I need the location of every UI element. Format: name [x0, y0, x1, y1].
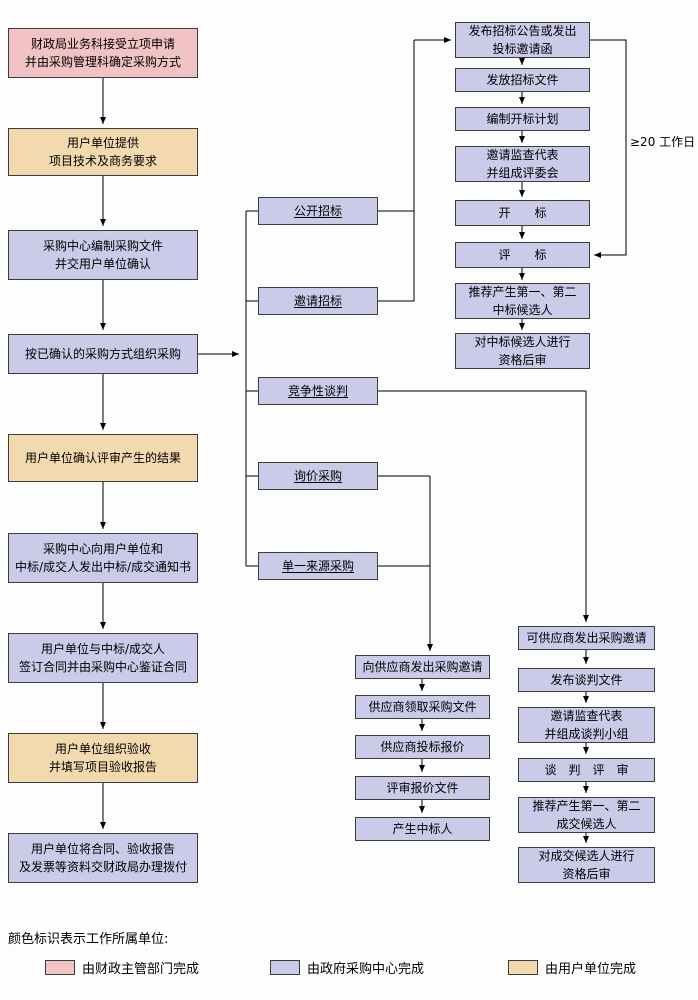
tender-step-bid-opening: 开 标: [455, 200, 590, 226]
legend-label-user: 由用户单位完成: [545, 962, 637, 977]
method-single-source: 单一来源采购: [258, 552, 378, 580]
negotiation-step-team: 邀请监查代表 并组成谈判小组: [518, 707, 655, 743]
tender-step-opening-plan: 编制开标计划: [455, 107, 590, 131]
method-open-tender: 公开招标: [258, 197, 378, 225]
tender-step-qualification-review: 对中标候选人进行 资格后审: [455, 333, 590, 369]
legend-item-user: 由用户单位完成: [508, 958, 636, 977]
negotiation-step-evaluation: 谈 判 评 审: [518, 758, 655, 782]
flow-step-user-requirements: 用户单位提供 项目技术及商务要求: [8, 128, 198, 176]
tender-step-candidates: 推荐产生第一、第二 中标候选人: [455, 283, 590, 319]
flow-step-sign-contract: 用户单位与中标/成交人 签订合同并由采购中心鉴证合同: [8, 633, 198, 683]
negotiation-step-candidates: 推荐产生第一、第二 成交候选人: [518, 797, 655, 833]
negotiation-step-invitation: 可供应商发出采购邀请: [518, 626, 655, 650]
flow-step-prepare-documents: 采购中心编制采购文件 并交用户单位确认: [8, 230, 198, 280]
method-competitive-negotiation: 竞争性谈判: [258, 377, 378, 405]
flow-step-acceptance: 用户单位组织验收 并填写项目验收报告: [8, 733, 198, 783]
inquiry-step-quotation: 供应商投标报价: [355, 735, 490, 759]
tender-step-bid-evaluation: 评 标: [455, 242, 590, 268]
inquiry-step-invitation: 向供应商发出采购邀请: [355, 655, 490, 679]
inquiry-step-collect-docs: 供应商领取采购文件: [355, 695, 490, 719]
legend-label-center: 由政府采购中心完成: [307, 962, 425, 977]
tender-step-announcement: 发布招标公告或发出 投标邀请函: [455, 22, 590, 58]
inquiry-step-evaluate: 评审报价文件: [355, 776, 490, 800]
legend-swatch-user: [508, 960, 538, 975]
flow-step-organize-procurement: 按已确认的采购方式组织采购: [8, 334, 198, 374]
flow-step-confirm-results: 用户单位确认评审产生的结果: [8, 434, 198, 482]
legend-item-finance: 由财政主管部门完成: [45, 958, 199, 977]
duration-note: ≥20 工作日: [630, 135, 696, 149]
inquiry-step-winner: 产生中标人: [355, 817, 490, 841]
legend-swatch-finance: [45, 960, 75, 975]
tender-step-committee: 邀请监查代表 并组成评委会: [455, 146, 590, 182]
tender-step-issue-documents: 发放招标文件: [455, 68, 590, 92]
legend-label-finance: 由财政主管部门完成: [82, 962, 200, 977]
legend-item-center: 由政府采购中心完成: [270, 958, 424, 977]
method-inquiry: 询价采购: [258, 462, 378, 490]
flow-step-payment: 用户单位将合同、验收报告 及发票等资料交财政局办理拨付: [8, 833, 198, 883]
method-invited-tender: 邀请招标: [258, 287, 378, 315]
negotiation-step-qualification-review: 对成交候选人进行 资格后审: [518, 847, 655, 883]
negotiation-step-issue-documents: 发布谈判文件: [518, 668, 655, 692]
legend-title: 颜色标识表示工作所属单位:: [8, 932, 169, 947]
legend-swatch-center: [270, 960, 300, 975]
flow-step-project-application: 财政局业务科接受立项申请 并由采购管理科确定采购方式: [8, 28, 198, 78]
flow-step-award-notice: 采购中心向用户单位和 中标/成交人发出中标/成交通知书: [8, 533, 198, 583]
